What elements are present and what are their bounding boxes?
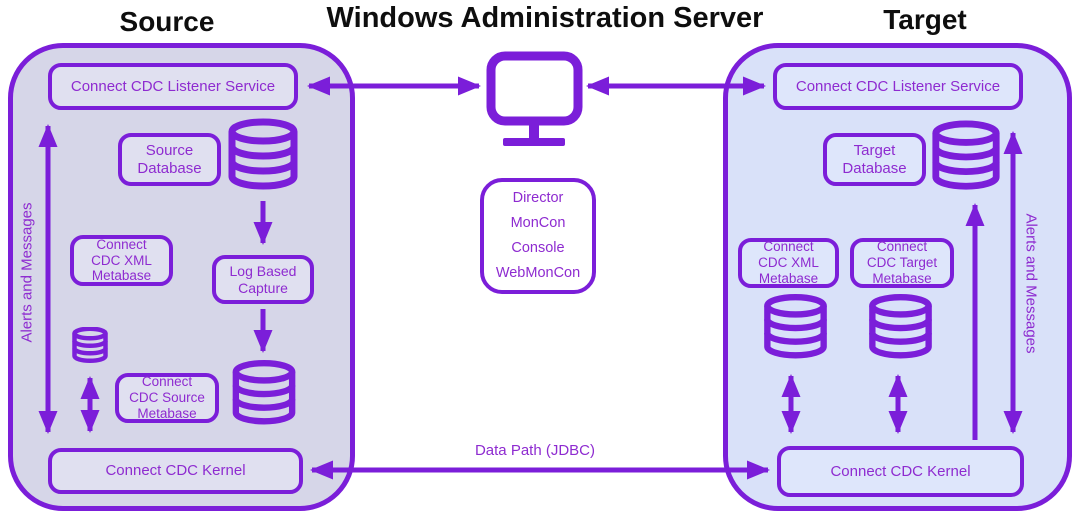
console-line-webmoncon: WebMonCon — [495, 265, 581, 281]
source-xml-line3: Metabase — [91, 268, 152, 284]
target-metabase-line2: CDC Target — [866, 255, 938, 271]
target-listener-service-box: Connect CDC Listener Service — [773, 63, 1023, 110]
target-metabase-line1: Connect — [876, 239, 928, 255]
source-listener-service-box: Connect CDC Listener Service — [48, 63, 298, 110]
log-capture-line1: Log Based — [229, 262, 297, 279]
source-listener-label: Connect CDC Listener Service — [70, 77, 276, 95]
target-xml-line2: CDC XML — [758, 255, 819, 271]
source-database-box: Source Database — [118, 133, 221, 186]
source-metabase-line1: Connect — [141, 374, 193, 390]
source-kernel-label: Connect CDC Kernel — [105, 462, 246, 480]
target-metabase-line3: Metabase — [872, 270, 932, 286]
target-metabase-box: Connect CDC Target Metabase — [850, 238, 954, 288]
target-database-line1: Target — [853, 141, 896, 159]
target-kernel-box: Connect CDC Kernel — [777, 446, 1024, 497]
target-database-icon — [932, 120, 1000, 190]
target-section-title: Target — [883, 4, 967, 35]
target-xml-line3: Metabase — [758, 270, 819, 286]
admin-server-title: Windows Administration Server — [326, 2, 764, 34]
source-xml-metabase-box: Connect CDC XML Metabase — [70, 235, 173, 286]
computer-monitor-icon — [486, 51, 583, 146]
data-path-jdbc-label: Data Path (JDBC) — [474, 442, 596, 459]
source-metabase-database-icon — [232, 360, 296, 425]
source-xml-line1: Connect — [96, 236, 147, 252]
source-xml-line2: CDC XML — [91, 252, 152, 268]
target-xml-metabase-database-icon — [764, 294, 827, 359]
source-database-line1: Source — [145, 141, 194, 159]
source-section-title: Source — [119, 6, 215, 37]
log-based-capture-box: Log Based Capture — [212, 255, 314, 304]
source-database-icon — [228, 118, 298, 190]
target-xml-line1: Connect — [763, 239, 814, 255]
target-kernel-label: Connect CDC Kernel — [830, 462, 971, 480]
source-metabase-line3: Metabase — [137, 405, 197, 421]
console-line-director: Director — [512, 190, 564, 206]
target-database-line2: Database — [842, 159, 907, 177]
target-xml-metabase-box: Connect CDC XML Metabase — [738, 238, 839, 288]
target-metabase-database-icon — [869, 294, 932, 359]
source-kernel-box: Connect CDC Kernel — [48, 448, 303, 494]
source-small-database-icon — [72, 327, 108, 363]
source-database-line2: Database — [137, 159, 202, 177]
console-line-console: Console — [511, 240, 565, 256]
log-capture-line2: Capture — [238, 279, 288, 296]
source-metabase-line2: CDC Source — [129, 390, 205, 406]
admin-console-box: Director MonCon Console WebMonCon — [480, 178, 596, 294]
source-metabase-box: Connect CDC Source Metabase — [115, 373, 219, 423]
target-listener-label: Connect CDC Listener Service — [795, 77, 1001, 95]
target-database-box: Target Database — [823, 133, 926, 186]
source-alerts-messages-label: Alerts and Messages — [18, 202, 36, 343]
console-line-moncon: MonCon — [510, 215, 566, 231]
target-alerts-messages-label: Alerts and Messages — [1022, 213, 1040, 354]
